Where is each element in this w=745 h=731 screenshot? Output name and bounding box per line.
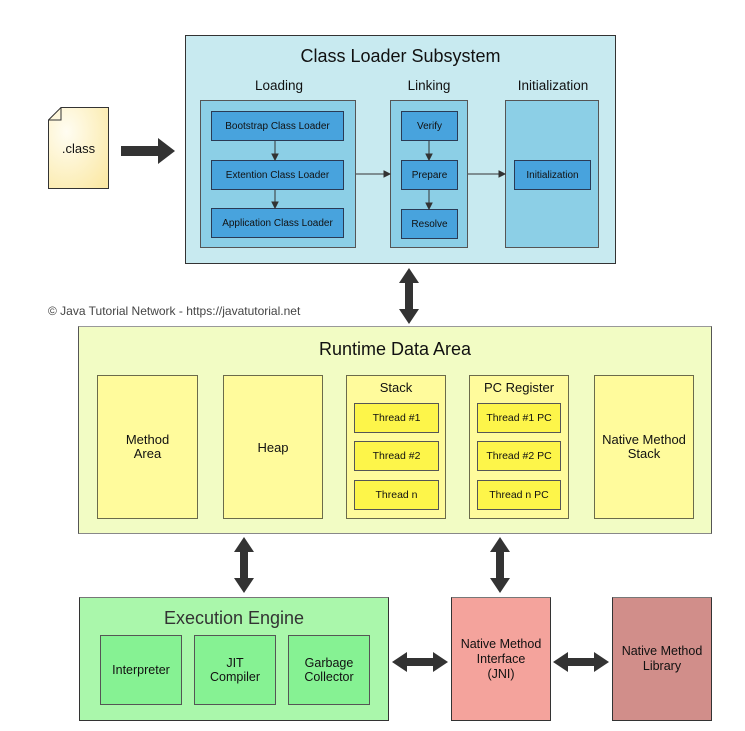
- native-method-stack: Native Method Stack: [594, 375, 694, 519]
- bootstrap-class-loader: Bootstrap Class Loader: [211, 111, 344, 141]
- arrow-right-icon: [121, 138, 175, 164]
- runtime-data-area-title: Runtime Data Area: [318, 339, 472, 359]
- execution-engine-title: Execution Engine: [163, 608, 305, 628]
- file-icon: [48, 107, 109, 189]
- pc-thread-2: Thread #2 PC: [477, 441, 561, 471]
- linking-label: Linking: [407, 78, 451, 93]
- arrow-updown-icon: [399, 268, 419, 324]
- class-loader-title: Class Loader Subsystem: [300, 46, 501, 66]
- jit-compiler: JIT Compiler: [194, 635, 276, 705]
- pc-thread-1: Thread #1 PC: [477, 403, 561, 433]
- arrow-leftright-icon: [553, 652, 609, 672]
- extension-class-loader: Extention Class Loader: [211, 160, 344, 190]
- interpreter: Interpreter: [100, 635, 182, 705]
- resolve-step: Resolve: [401, 209, 458, 239]
- native-method-interface: Native Method Interface (JNI): [451, 597, 551, 721]
- initialization-step: Initialization: [514, 160, 591, 190]
- stack-thread-2: Thread #2: [354, 441, 439, 471]
- pc-register-label: PC Register: [483, 380, 555, 395]
- arrow-updown-icon: [490, 537, 510, 593]
- stack-label: Stack: [379, 380, 413, 395]
- pc-thread-n: Thread n PC: [477, 480, 561, 510]
- heap: Heap: [223, 375, 323, 519]
- class-file-label: .class: [61, 141, 96, 156]
- loading-label: Loading: [254, 78, 304, 93]
- garbage-collector: Garbage Collector: [288, 635, 370, 705]
- arrow-leftright-icon: [392, 652, 448, 672]
- prepare-step: Prepare: [401, 160, 458, 190]
- arrow-updown-icon: [234, 537, 254, 593]
- application-class-loader: Application Class Loader: [211, 208, 344, 238]
- copyright-text: © Java Tutorial Network - https://javatu…: [48, 304, 301, 318]
- native-method-library: Native Method Library: [612, 597, 712, 721]
- stack-thread-1: Thread #1: [354, 403, 439, 433]
- stack-thread-n: Thread n: [354, 480, 439, 510]
- verify-step: Verify: [401, 111, 458, 141]
- method-area: Method Area: [97, 375, 198, 519]
- class-file: .class: [48, 107, 109, 189]
- initialization-label: Initialization: [517, 78, 589, 93]
